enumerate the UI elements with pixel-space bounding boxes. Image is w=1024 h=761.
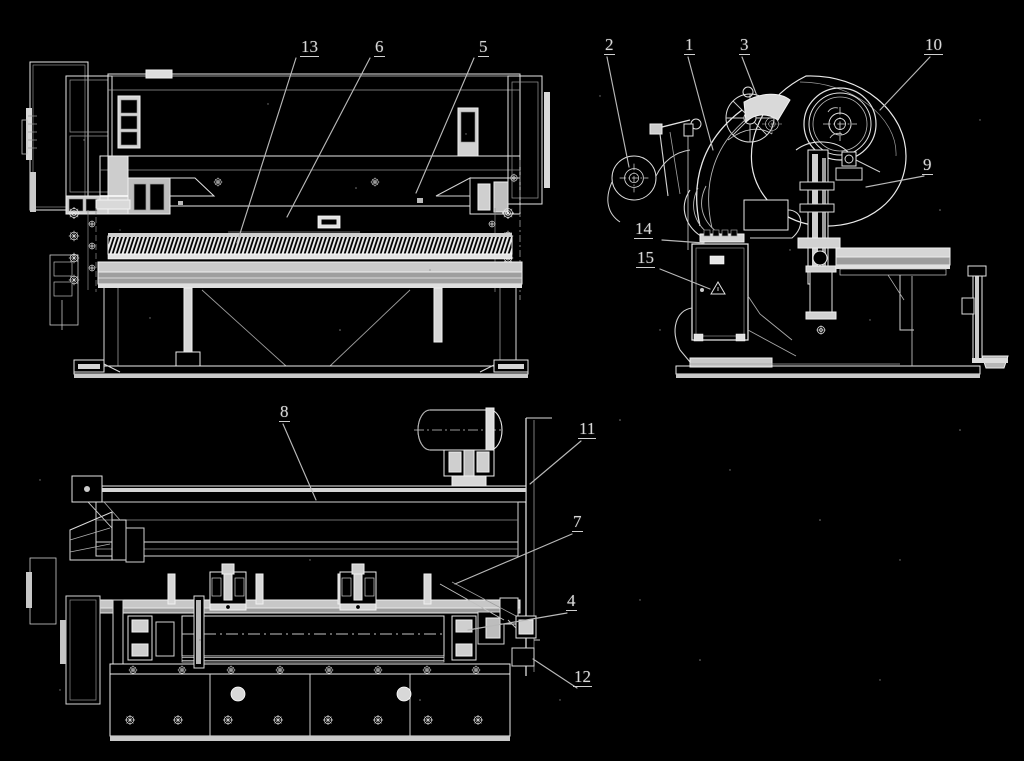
leader-4 (467, 612, 568, 631)
scan-noise-speckles (39, 95, 981, 701)
callout-9: 9 (922, 155, 933, 175)
callout-11: 11 (578, 419, 597, 439)
clamp-assembly-group (167, 563, 432, 611)
view-plan (26, 407, 552, 741)
callout-3: 3 (739, 35, 750, 55)
callout-13: 13 (300, 37, 319, 57)
leader-8 (282, 423, 317, 501)
leader-7 (454, 533, 573, 585)
view-side-elevation (607, 75, 1009, 378)
callout-6: 6 (374, 37, 385, 57)
callout-2: 2 (604, 35, 615, 55)
leader-6 (286, 57, 371, 218)
callout-10: 10 (924, 35, 943, 55)
callout-15: 15 (636, 248, 655, 268)
leader-11 (529, 440, 582, 485)
leader-15 (659, 268, 711, 290)
callout-12: 12 (573, 667, 592, 687)
callout-8: 8 (279, 402, 290, 422)
leader-13 (236, 57, 297, 244)
callout-5: 5 (478, 37, 489, 57)
leader-5 (415, 57, 475, 194)
leader-1 (687, 56, 714, 151)
callout-1: 1 (684, 35, 695, 55)
leader-9 (865, 175, 925, 188)
callout-4: 4 (566, 591, 577, 611)
leader-10 (879, 56, 931, 111)
leader-3 (741, 56, 758, 97)
leader-14 (661, 239, 705, 244)
leader-12 (532, 658, 578, 689)
view-front-elevation (21, 61, 550, 378)
callout-leader-lines (236, 56, 931, 689)
panel-bolt-grid (124, 686, 484, 726)
callout-7: 7 (572, 512, 583, 532)
callout-14: 14 (634, 219, 653, 239)
leader-2 (606, 56, 630, 168)
